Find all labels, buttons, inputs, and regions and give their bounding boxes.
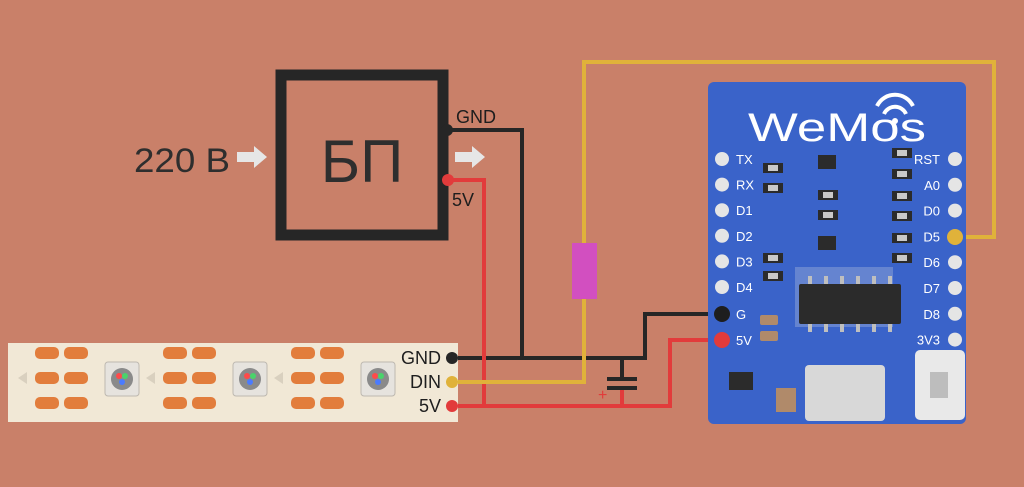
strip-pin-5v-label: 5V xyxy=(419,396,441,416)
pin-tx-label: TX xyxy=(736,152,753,167)
led-chip xyxy=(360,361,396,397)
power-supply-block xyxy=(275,69,449,241)
psu-gnd-label: GND xyxy=(456,107,496,127)
connection-points xyxy=(441,124,963,412)
led-chip xyxy=(232,361,268,397)
psu-5v-label: 5V xyxy=(452,190,474,210)
pin-d7-pad xyxy=(948,281,962,295)
pin-d3-pad xyxy=(715,254,729,269)
wemos-pin-5v xyxy=(714,332,730,348)
wemos-pin-5v-label: 5V xyxy=(736,333,752,348)
pin-d4-pad xyxy=(715,280,729,294)
strip-segment xyxy=(274,347,396,409)
pin-rx-pad xyxy=(715,177,729,192)
led-strip xyxy=(8,343,458,422)
wemos-logo: WeMos xyxy=(748,106,926,150)
pin-d0-label: D0 xyxy=(923,204,940,219)
wifi-icon xyxy=(875,92,915,124)
pin-a0-pad xyxy=(948,177,962,192)
pin-d1-label: D1 xyxy=(736,203,753,218)
gnd-wires xyxy=(447,128,722,378)
output-arrow-icon xyxy=(455,146,485,168)
pin-d6-label: D6 xyxy=(923,255,940,270)
pin-d3-label: D3 xyxy=(736,254,753,269)
pin-d0-pad xyxy=(948,203,962,218)
pin-rx-label: RX xyxy=(736,178,754,193)
pin-d2-pad xyxy=(715,228,729,243)
input-voltage-label: 220 В xyxy=(134,142,230,180)
pin-d2-label: D2 xyxy=(736,229,753,244)
led-chip xyxy=(104,361,140,397)
strip-segment xyxy=(18,347,140,409)
strip-pin-gnd-label: GND xyxy=(401,348,441,368)
capacitor xyxy=(607,377,637,390)
power-supply-label: БП xyxy=(321,128,404,195)
pin-a0-label: A0 xyxy=(924,178,940,193)
input-arrow-icon xyxy=(237,146,267,168)
pin-d6-pad xyxy=(948,255,962,270)
pin-d7-label: D7 xyxy=(923,281,940,296)
pin-rst-label: RST xyxy=(914,152,940,167)
pin-3v3-label: 3V3 xyxy=(917,333,940,348)
strip-pin-labels: GND DIN 5V xyxy=(401,348,441,416)
5v-wires xyxy=(448,178,722,408)
pin-3v3-pad xyxy=(948,332,962,347)
wemos-pin-g xyxy=(714,306,730,322)
pin-rst-pad xyxy=(948,152,962,166)
data-wires xyxy=(452,60,996,384)
strip-segment xyxy=(146,347,268,409)
pin-d4-label: D4 xyxy=(736,280,753,295)
pin-d5-label: D5 xyxy=(923,229,940,244)
data-resistor xyxy=(572,243,597,299)
capacitor-plus-label: + xyxy=(598,387,607,404)
pin-d8-label: D8 xyxy=(923,307,940,322)
wemos-pin-g-label: G xyxy=(736,307,746,322)
strip-pin-din-label: DIN xyxy=(410,372,441,392)
pin-d8-pad xyxy=(948,306,962,321)
pin-tx-pad xyxy=(715,152,729,166)
pin-d1-pad xyxy=(715,203,729,218)
